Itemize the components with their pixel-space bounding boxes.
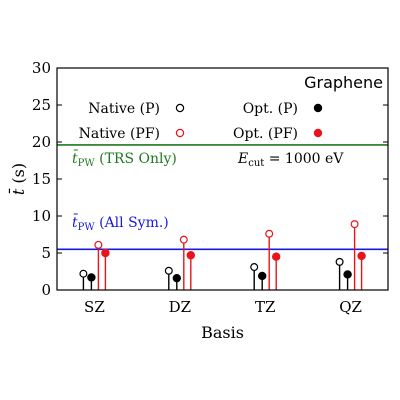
marker-1-1 <box>172 273 182 283</box>
legend-label-2: Native (PF) <box>79 126 160 142</box>
chart-title: Graphene <box>304 73 383 92</box>
y-tick-label-0: 0 <box>41 281 51 299</box>
cutoff-energy-annotation: Ecut = 1000 eV <box>237 151 344 169</box>
marker-0-3 <box>335 257 344 266</box>
marker-1-3 <box>343 270 352 279</box>
x-tick-label-qz: QZ <box>339 298 362 316</box>
marker-2-0 <box>94 240 103 249</box>
legend-label-0: Native (P) <box>88 101 160 117</box>
legend-label-3: Opt. (PF) <box>233 126 298 142</box>
x-tick-label-sz: SZ <box>84 298 105 316</box>
marker-3-0 <box>101 248 110 258</box>
data-markers <box>79 220 366 283</box>
marker-1-2 <box>257 271 267 281</box>
marker-3-2 <box>271 252 281 261</box>
y-tick-label-10: 10 <box>32 207 51 225</box>
x-tick-label-tz: TZ <box>255 298 275 316</box>
legend-marker-3 <box>313 128 323 138</box>
marker-0-0 <box>79 269 88 278</box>
reference-label-1: t̄PW (All Sym.) <box>72 213 169 233</box>
y-axis-ticks: 0 5 10 15 20 25 30 <box>32 59 388 299</box>
x-tick-label-dz: DZ <box>169 298 191 316</box>
legend-marker-1 <box>313 103 323 113</box>
legend-marker-0 <box>175 103 185 113</box>
legend: Native (P) Opt. (P) Native (PF) Opt. (PF) <box>79 101 323 142</box>
reference-label-0: t̄PW (TRS Only) <box>72 149 177 169</box>
legend-marker-2 <box>175 128 185 138</box>
marker-0-1 <box>164 266 173 275</box>
marker-2-1 <box>179 235 188 244</box>
y-tick-label-30: 30 <box>32 59 51 77</box>
y-tick-label-5: 5 <box>41 244 51 262</box>
y-tick-label-15: 15 <box>32 170 51 188</box>
reference-lines <box>57 144 388 251</box>
data-stems <box>82 224 363 290</box>
x-axis-ticks: SZ DZ TZ QZ <box>84 298 362 316</box>
marker-2-2 <box>265 229 274 238</box>
marker-3-3 <box>357 251 366 261</box>
marker-0-2 <box>250 263 259 272</box>
y-tick-label-20: 20 <box>32 133 51 151</box>
marker-1-0 <box>87 273 96 282</box>
marker-3-1 <box>186 251 196 260</box>
y-axis-label: t̄ (s) <box>7 163 28 195</box>
marker-2-3 <box>350 220 359 229</box>
y-tick-label-25: 25 <box>32 96 51 114</box>
reference-line-labels: t̄PW (TRS Only) t̄PW (All Sym.) <box>72 149 177 233</box>
legend-label-1: Opt. (P) <box>243 101 298 117</box>
x-axis-label: Basis <box>201 323 244 342</box>
